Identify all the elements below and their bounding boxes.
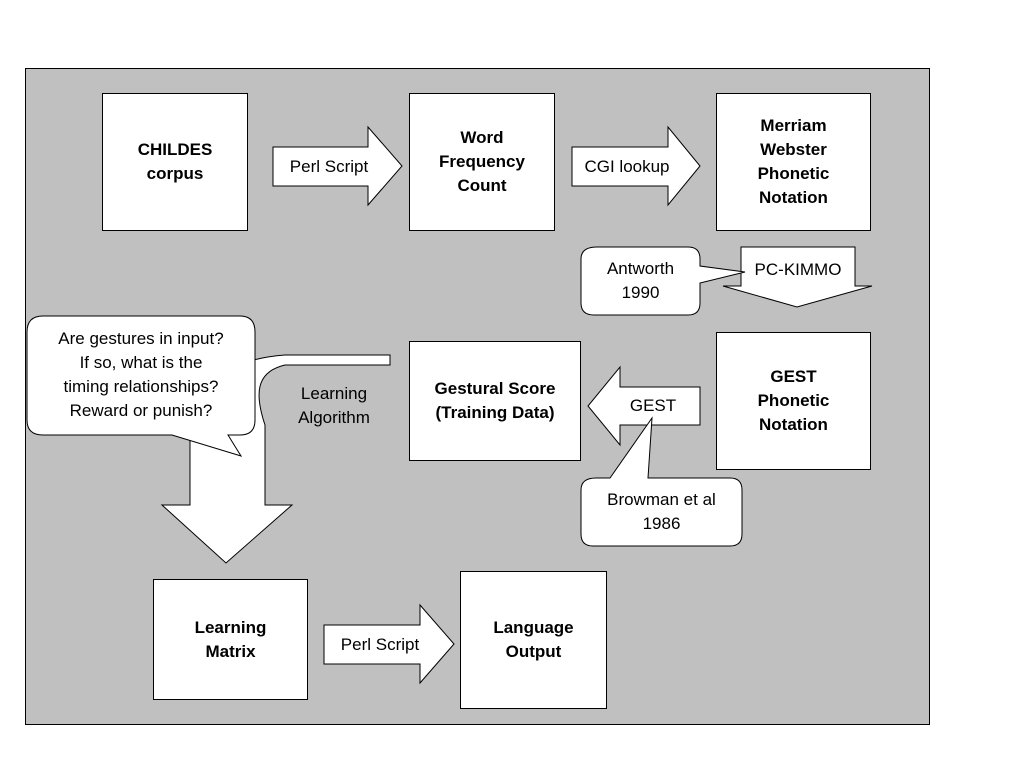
perl-script-arrow-1 (272, 125, 403, 207)
perl-script-text-2: Perl Script (340, 634, 420, 654)
perl-script-text-1: Perl Script (289, 156, 369, 176)
pc-kimmo-text: PC-KIMMO (754, 260, 842, 279)
gestures-question-text: Are gestures in input? If so, what is th… (27, 322, 255, 428)
antworth-text: Antworth 1990 (606, 259, 675, 302)
cgi-lookup-text: CGI lookup (584, 156, 670, 176)
browman-text: Browman et al 1986 (607, 490, 716, 533)
pc-kimmo-label: PC-KIMMO (741, 255, 855, 285)
gestures-question-lines: Are gestures in input? If so, what is th… (58, 329, 224, 420)
learning-matrix-label: Learning Matrix (194, 617, 267, 661)
gest-text: GEST (629, 396, 677, 415)
word-frequency-count-box: Word Frequency Count (409, 93, 555, 231)
language-output-box: Language Output (460, 571, 607, 709)
learning-algorithm-text: Learning Algorithm (298, 384, 370, 427)
perl-script-label-2: Perl Script (324, 625, 436, 664)
antworth-callout (580, 246, 746, 316)
learning-algorithm-label: Learning Algorithm (272, 380, 396, 432)
merriam-webster-label: Merriam Webster Phonetic Notation (757, 116, 830, 207)
gest-label: GEST (606, 387, 700, 425)
gest-arrow (587, 365, 701, 447)
perl-script-arrow-2 (323, 603, 455, 685)
browman-callout-text: Browman et al 1986 (581, 484, 742, 540)
gestural-score-box: Gestural Score (Training Data) (409, 341, 581, 461)
perl-script-label-1: Perl Script (273, 147, 385, 186)
gestural-score-label: Gestural Score (Training Data) (434, 379, 556, 422)
childes-corpus-box: CHILDES corpus (102, 93, 248, 231)
gest-phonetic-notation-box: GEST Phonetic Notation (716, 332, 871, 470)
browman-callout (580, 416, 743, 547)
merriam-webster-box: Merriam Webster Phonetic Notation (716, 93, 871, 231)
learning-matrix-box: Learning Matrix (153, 579, 308, 700)
pc-kimmo-arrow (722, 246, 873, 308)
cgi-lookup-label: CGI lookup (572, 147, 682, 186)
childes-corpus-label: CHILDES corpus (137, 140, 213, 183)
antworth-callout-text: Antworth 1990 (581, 252, 700, 310)
word-frequency-count-label: Word Frequency Count (439, 128, 525, 195)
gest-phonetic-notation-label: GEST Phonetic Notation (757, 367, 830, 434)
gestures-question-callout (26, 315, 256, 457)
cgi-lookup-arrow (571, 125, 701, 207)
language-output-label: Language Output (493, 618, 574, 661)
